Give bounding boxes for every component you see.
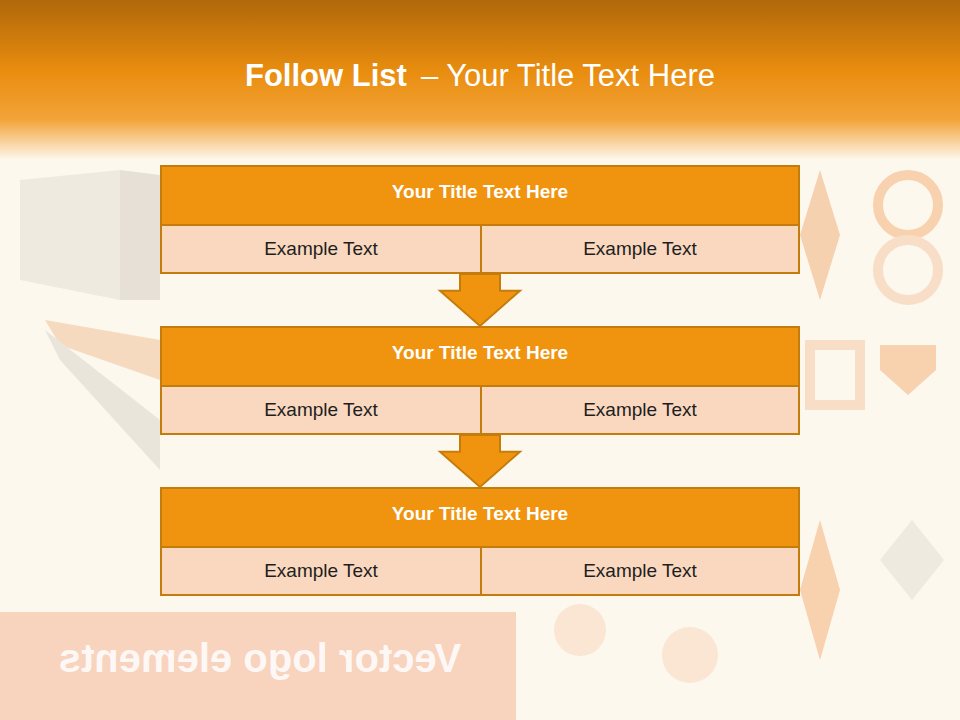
title-bar: Follow List – Your Title Text Here — [0, 40, 960, 112]
list-cell: Example Text — [162, 385, 480, 433]
flow-arrow — [440, 274, 520, 326]
cell-text: Example Text — [575, 399, 705, 421]
slide-subtitle: – Your Title Text Here — [421, 58, 715, 94]
list-cell: Example Text — [162, 546, 480, 594]
flow-arrow — [440, 435, 520, 487]
cell-text: Example Text — [575, 238, 705, 260]
list-cell: Example Text — [162, 224, 480, 272]
band-heading: Your Title Text Here — [162, 328, 798, 385]
list-band: Your Title Text HereExample Text Example … — [160, 487, 800, 596]
list-band: Your Title Text HereExample Text Example … — [160, 165, 800, 274]
list-band: Your Title Text HereExample Text Example … — [160, 326, 800, 435]
band-heading: Your Title Text Here — [162, 167, 798, 224]
cell-text: Example Text — [256, 399, 386, 421]
list-cell: Example Text — [480, 385, 798, 433]
cell-text: Example Text — [256, 238, 386, 260]
slide-title: Follow List — [245, 58, 407, 94]
cell-text: Example Text — [256, 560, 386, 582]
list-cell: Example Text — [480, 546, 798, 594]
watermark-text: Vector logo elements — [40, 636, 480, 681]
list-cell: Example Text — [480, 224, 798, 272]
cell-text: Example Text — [575, 560, 705, 582]
band-heading: Your Title Text Here — [162, 489, 798, 546]
